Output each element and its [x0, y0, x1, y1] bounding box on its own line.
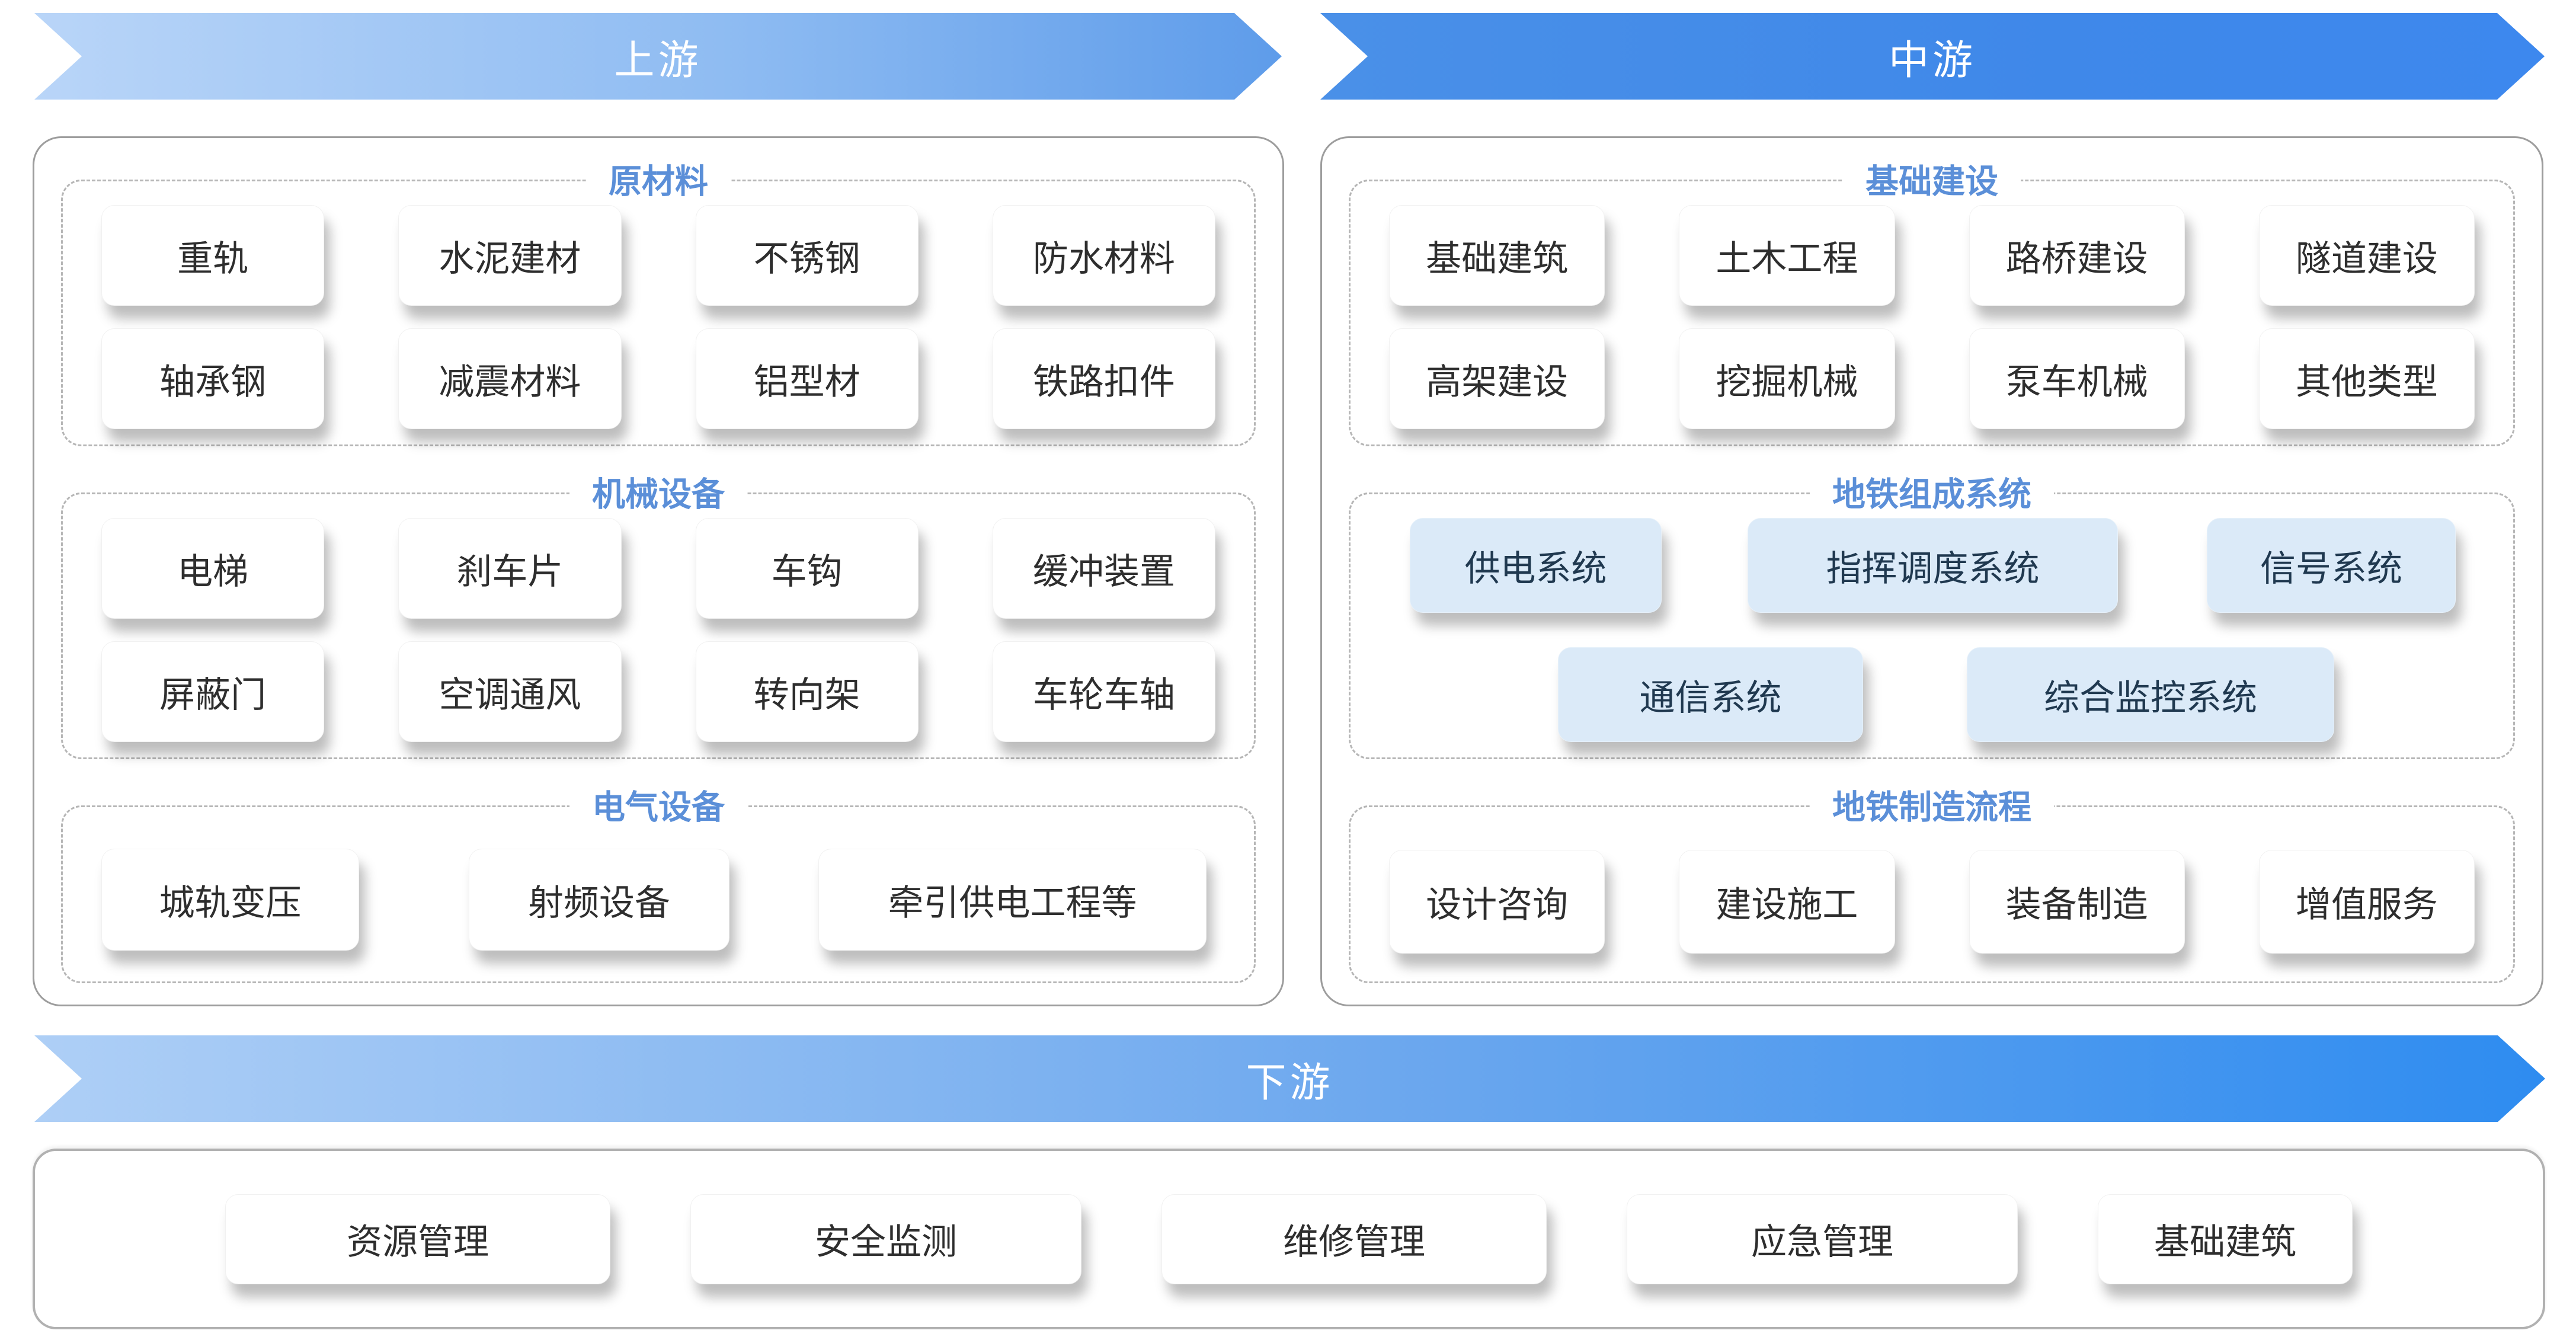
electrical-equipment-row: 城轨变压 射频设备牵引供电工程等: [101, 831, 1215, 964]
downstream-chip-5: 基础建筑: [2098, 1194, 2353, 1284]
downstream-chip-1: 资源管理: [225, 1194, 610, 1284]
upstream-panel: 原材料 重轨水泥建材不锈钢防水材料轴承钢减震材料铝型材铁路扣件 机械设备 电梯刹…: [33, 136, 1284, 1006]
electrical-chip-2: 射频设备: [469, 849, 729, 951]
raw-material-chip-7: 铝型材: [695, 328, 919, 429]
banner-downstream: 下游: [34, 1035, 2545, 1122]
infrastructure-grid: 基础建筑土木工程路桥建设隧道建设高架建设挖掘机械泵车机械其他类型: [1389, 205, 2475, 429]
section-electrical-equipment-title: 电气设备: [569, 781, 747, 829]
metro-system-chip-2: 指挥调度系统: [1748, 518, 2118, 613]
metro-system-chip-1: 供电系统: [1410, 518, 1662, 613]
metro-system-chip-3: 信号系统: [2207, 518, 2456, 613]
section-manufacturing-process-title: 地铁制造流程: [1810, 781, 2054, 829]
infrastructure-chip-2: 土木工程: [1679, 205, 1895, 306]
downstream-panel: 资源管理安全监测维修管理应急管理基础建筑: [33, 1149, 2545, 1329]
banner-midstream: 中游: [1320, 13, 2545, 100]
raw-material-chip-6: 减震材料: [398, 328, 622, 429]
mechanical-equipment-grid: 电梯刹车片车钩缓冲装置屏蔽门空调通风转向架车轮车轴: [101, 518, 1215, 742]
banner-midstream-label: 中游: [1888, 37, 1976, 83]
infrastructure-chip-1: 基础建筑: [1389, 205, 1605, 306]
section-mechanical-equipment: 机械设备 电梯刹车片车钩缓冲装置屏蔽门空调通风转向架车轮车轴: [61, 468, 1256, 759]
infrastructure-chip-4: 隧道建设: [2258, 205, 2475, 306]
mechanical-chip-1: 电梯: [101, 518, 325, 619]
mechanical-chip-7: 转向架: [695, 641, 919, 742]
mechanical-chip-3: 车钩: [695, 518, 919, 619]
infrastructure-chip-8: 其他类型: [2258, 328, 2475, 429]
section-infrastructure-title: 基础建设: [1843, 155, 2021, 203]
raw-material-chip-3: 不锈钢: [695, 205, 919, 306]
downstream-chip-3: 维修管理: [1161, 1194, 1547, 1284]
infrastructure-chip-6: 挖掘机械: [1679, 328, 1895, 429]
manufacturing-chip-3: 装备制造: [1969, 850, 2185, 954]
raw-materials-grid: 重轨水泥建材不锈钢防水材料轴承钢减震材料铝型材铁路扣件: [101, 205, 1215, 429]
section-metro-systems: 地铁组成系统 供电系统指挥调度系统信号系统通信系统 综合监控系统: [1349, 468, 2515, 759]
metro-system-chip-4: 通信系统: [1558, 647, 1863, 742]
banner-upstream: 上游: [34, 13, 1282, 100]
infrastructure-chip-7: 泵车机械: [1969, 328, 2185, 429]
section-raw-materials-title: 原材料: [586, 155, 731, 203]
downstream-chip-2: 安全监测: [690, 1194, 1081, 1284]
mechanical-chip-4: 缓冲装置: [992, 518, 1215, 619]
mechanical-chip-2: 刹车片: [398, 518, 622, 619]
metro-systems-rows: 供电系统指挥调度系统信号系统通信系统 综合监控系统: [1389, 518, 2475, 742]
manufacturing-process-grid: 设计咨询建设施工装备制造增值服务: [1389, 831, 2475, 964]
mechanical-chip-8: 车轮车轴: [992, 641, 1215, 742]
midstream-panel: 基础建设 基础建筑土木工程路桥建设隧道建设高架建设挖掘机械泵车机械其他类型 地铁…: [1320, 136, 2543, 1006]
banner-downstream-label: 下游: [1246, 1060, 1334, 1105]
infrastructure-chip-5: 高架建设: [1389, 328, 1605, 429]
electrical-chip-3: 牵引供电工程等: [818, 849, 1207, 951]
raw-material-chip-5: 轴承钢: [101, 328, 325, 429]
metro-system-chip-5: 综合监控系统: [1967, 647, 2334, 742]
manufacturing-chip-2: 建设施工: [1679, 850, 1895, 954]
raw-material-chip-1: 重轨: [101, 205, 325, 306]
section-manufacturing-process: 地铁制造流程 设计咨询建设施工装备制造增值服务: [1349, 781, 2515, 983]
section-infrastructure: 基础建设 基础建筑土木工程路桥建设隧道建设高架建设挖掘机械泵车机械其他类型: [1349, 155, 2515, 446]
banner-upstream-label: 上游: [614, 37, 702, 83]
manufacturing-chip-1: 设计咨询: [1389, 850, 1605, 954]
mechanical-chip-5: 屏蔽门: [101, 641, 325, 742]
section-electrical-equipment: 电气设备 城轨变压 射频设备牵引供电工程等: [61, 781, 1256, 983]
raw-material-chip-8: 铁路扣件: [992, 328, 1215, 429]
downstream-chip-4: 应急管理: [1627, 1194, 2018, 1284]
raw-material-chip-2: 水泥建材: [398, 205, 622, 306]
mechanical-chip-6: 空调通风: [398, 641, 622, 742]
raw-material-chip-4: 防水材料: [992, 205, 1215, 306]
manufacturing-chip-4: 增值服务: [2258, 850, 2475, 954]
section-metro-systems-title: 地铁组成系统: [1810, 468, 2054, 516]
section-mechanical-equipment-title: 机械设备: [569, 468, 747, 516]
section-raw-materials: 原材料 重轨水泥建材不锈钢防水材料轴承钢减震材料铝型材铁路扣件: [61, 155, 1256, 446]
electrical-chip-1: 城轨变压: [101, 849, 359, 951]
infrastructure-chip-3: 路桥建设: [1969, 205, 2185, 306]
